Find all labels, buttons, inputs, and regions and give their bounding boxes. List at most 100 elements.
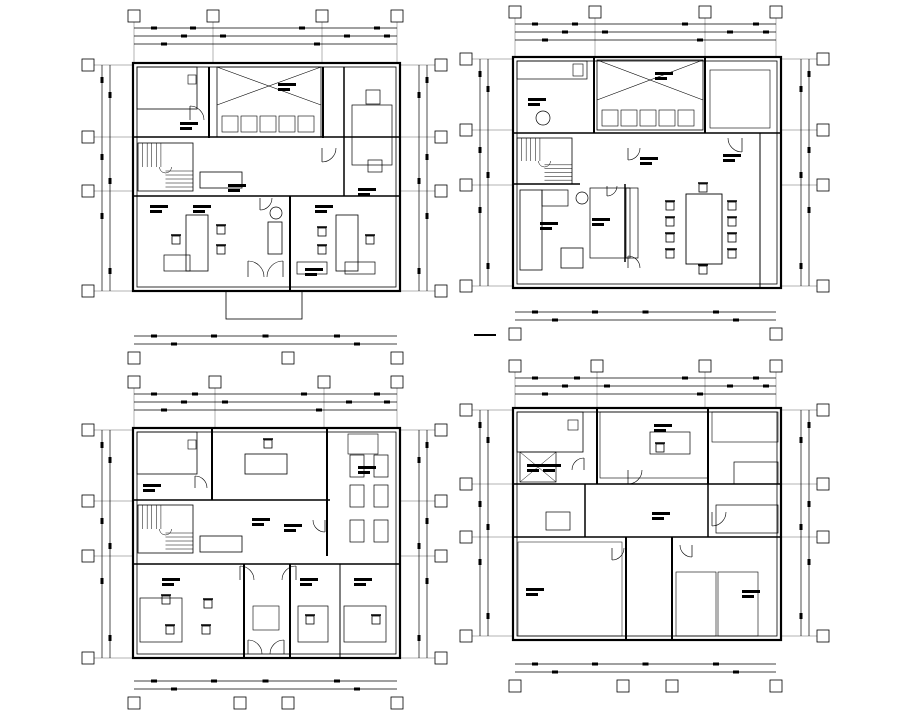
grid-axis-box — [434, 184, 448, 198]
window-pane — [601, 109, 619, 127]
room-note — [228, 184, 246, 192]
desk-group — [717, 571, 759, 637]
room-note — [300, 578, 318, 586]
window-pane — [658, 109, 676, 127]
chair-seat — [365, 235, 375, 245]
chair-icon — [727, 248, 737, 259]
dimension-tick — [602, 30, 608, 34]
grid-axis-box — [459, 477, 473, 491]
chair-icon — [665, 248, 675, 259]
stair-turn — [538, 160, 551, 168]
grid-axis-bubble — [459, 530, 473, 544]
dimension-tick — [642, 310, 649, 314]
dimension-tick — [316, 408, 322, 412]
dimension-tick — [592, 310, 598, 314]
chair-seat — [161, 595, 171, 605]
chair-seat — [263, 439, 273, 449]
grid-axis-box — [769, 327, 783, 341]
grid-axis-box — [281, 351, 295, 365]
grid-axis-box — [459, 629, 473, 643]
room-note-bar — [284, 524, 302, 527]
door-arc — [627, 469, 643, 485]
dining-table — [685, 193, 723, 265]
chair-seat — [665, 249, 675, 259]
dimension-tick — [478, 422, 482, 428]
dimension-tick — [100, 518, 104, 524]
skylight-line — [216, 66, 322, 106]
grid-axis-bubble — [816, 178, 830, 192]
grid-axis-bubble — [698, 5, 712, 19]
grid-axis-bubble — [665, 679, 679, 693]
desk — [185, 214, 209, 272]
chair-seat — [727, 217, 737, 227]
skylight — [596, 59, 704, 131]
window-pane — [259, 115, 277, 133]
dimension-tick — [151, 679, 157, 683]
desk-group — [675, 571, 717, 637]
grid-axis-box — [390, 696, 404, 710]
chair-seat — [727, 249, 737, 259]
grid-axis-bubble — [317, 375, 331, 389]
grid-axis-box — [616, 679, 630, 693]
door-arc — [606, 185, 618, 197]
dimension-tick — [486, 524, 490, 530]
chair-seat — [171, 235, 181, 245]
grid-axis-bubble — [434, 58, 448, 72]
chair-icon — [665, 200, 675, 211]
grid-axis-bubble — [459, 279, 473, 293]
dimension-tick — [171, 342, 177, 346]
room-note-bar — [654, 424, 672, 427]
dimension-tick — [713, 310, 719, 314]
room-note — [180, 122, 198, 130]
grid-axis-box — [81, 130, 95, 144]
room-note-bar — [592, 218, 610, 221]
dimension-tick — [799, 437, 803, 443]
door-arc — [269, 639, 285, 655]
dimension-tick — [262, 334, 269, 338]
room-note-bar — [150, 205, 168, 208]
staircase — [137, 504, 194, 554]
chair-icon — [727, 216, 737, 227]
grid-axis-box — [588, 5, 602, 19]
grid-axis-box — [698, 5, 712, 19]
chair-seat — [317, 227, 327, 237]
desk — [335, 214, 359, 272]
grid-axis-bubble — [81, 184, 95, 198]
desk-group — [139, 597, 183, 643]
room-note-bar — [228, 189, 240, 192]
grid-axis-bubble — [434, 184, 448, 198]
grid-axis-bubble — [127, 351, 141, 365]
door-arc — [312, 519, 326, 533]
stair-landing — [199, 171, 243, 189]
dimension-tick — [753, 22, 759, 26]
room-note — [528, 98, 546, 106]
grid-axis-bubble — [459, 52, 473, 66]
grid-axis-bubble — [816, 279, 830, 293]
dimension-tick — [799, 524, 803, 530]
room-note-bar — [315, 205, 333, 208]
dimension-tick — [478, 207, 482, 213]
grid-axis-bubble — [769, 679, 783, 693]
chair-seat — [165, 625, 175, 635]
grid-axis-box — [769, 5, 783, 19]
bed-icon — [373, 519, 389, 543]
dimension-tick — [807, 207, 811, 213]
grid-axis-bubble — [390, 9, 404, 23]
grid-axis-box — [208, 375, 222, 389]
dimension-tick — [425, 518, 429, 524]
dimension-tick — [100, 77, 104, 83]
room-note-bar — [143, 489, 155, 492]
dimension-tick — [763, 384, 769, 388]
partition — [351, 104, 393, 166]
dimension-tick — [425, 77, 429, 83]
grid-axis-box — [281, 696, 295, 710]
chair-icon — [263, 438, 273, 449]
room-note — [527, 464, 545, 472]
grid-axis-bubble — [127, 9, 141, 23]
grid-axis-box — [508, 327, 522, 341]
grid-axis-bubble — [81, 651, 95, 665]
chair-seat — [317, 245, 327, 255]
grid-axis-box — [233, 696, 247, 710]
chair-icon — [216, 224, 226, 235]
dimension-tick — [262, 679, 269, 683]
